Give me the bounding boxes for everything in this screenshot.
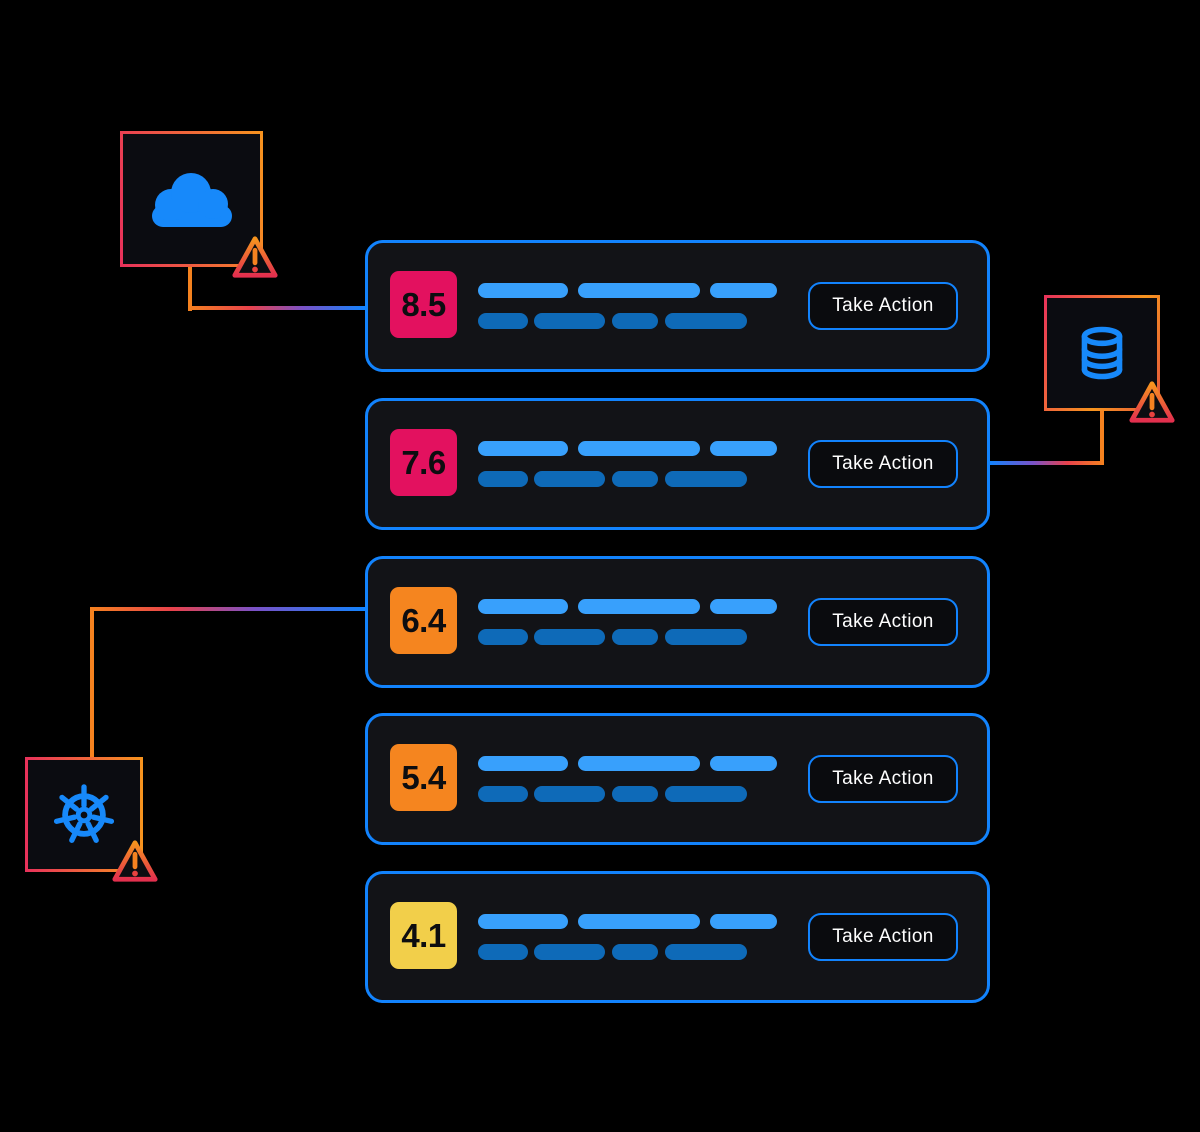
skeleton-bar	[478, 599, 568, 614]
connector-database-vertical	[1100, 411, 1104, 465]
alert-triangle-icon	[232, 236, 278, 278]
skeleton-bar	[478, 441, 568, 456]
alert-triangle-icon	[112, 840, 158, 882]
skeleton-bar	[534, 313, 605, 329]
take-action-button[interactable]: Take Action	[808, 282, 958, 330]
risk-card: 7.6 Take Action	[365, 398, 990, 530]
skeleton-bar	[534, 629, 605, 645]
skeleton-bar	[578, 756, 700, 771]
skeleton-bar	[478, 914, 568, 929]
alert-triangle-icon	[1129, 381, 1175, 423]
skeleton-bar	[612, 629, 658, 645]
skeleton-bar	[578, 599, 700, 614]
skeleton-bar	[665, 786, 747, 802]
connector-cloud-horizontal	[188, 306, 365, 310]
skeleton-bar	[665, 629, 747, 645]
database-icon	[1081, 326, 1123, 380]
skeleton-bar	[478, 629, 528, 645]
skeleton-bar	[478, 313, 528, 329]
connector-kubernetes-vertical	[90, 608, 94, 758]
skeleton-bar	[534, 786, 605, 802]
skeleton-bar	[665, 944, 747, 960]
risk-card: 8.5 Take Action	[365, 240, 990, 372]
cloud-asset-tile	[120, 131, 263, 267]
skeleton-bar	[710, 914, 777, 929]
connector-database-horizontal	[990, 461, 1104, 465]
skeleton-bar	[534, 471, 605, 487]
skeleton-bar	[534, 944, 605, 960]
skeleton-bar	[478, 471, 528, 487]
severity-badge: 4.1	[390, 902, 457, 969]
take-action-button[interactable]: Take Action	[808, 913, 958, 961]
database-asset-tile	[1044, 295, 1160, 411]
skeleton-bar	[612, 471, 658, 487]
take-action-button[interactable]: Take Action	[808, 598, 958, 646]
risk-card: 4.1 Take Action	[365, 871, 990, 1003]
risk-card: 5.4 Take Action	[365, 713, 990, 845]
severity-badge: 8.5	[390, 271, 457, 338]
skeleton-bar	[578, 914, 700, 929]
skeleton-bar	[478, 283, 568, 298]
skeleton-bar	[578, 441, 700, 456]
risk-card: 6.4 Take Action	[365, 556, 990, 688]
connector-kubernetes-horizontal	[90, 607, 365, 611]
severity-badge: 5.4	[390, 744, 457, 811]
skeleton-bar	[612, 313, 658, 329]
skeleton-bar	[665, 471, 747, 487]
skeleton-bar	[710, 441, 777, 456]
skeleton-bar	[710, 756, 777, 771]
skeleton-bar	[710, 283, 777, 298]
skeleton-bar	[665, 313, 747, 329]
kubernetes-icon	[53, 783, 115, 843]
skeleton-bar	[478, 756, 568, 771]
skeleton-bar	[578, 283, 700, 298]
cloud-icon	[151, 173, 232, 227]
skeleton-bar	[478, 786, 528, 802]
severity-badge: 7.6	[390, 429, 457, 496]
skeleton-bar	[612, 786, 658, 802]
skeleton-bar	[612, 944, 658, 960]
kubernetes-asset-tile	[25, 757, 143, 872]
severity-badge: 6.4	[390, 587, 457, 654]
skeleton-bar	[478, 944, 528, 960]
skeleton-bar	[710, 599, 777, 614]
take-action-button[interactable]: Take Action	[808, 440, 958, 488]
take-action-button[interactable]: Take Action	[808, 755, 958, 803]
connector-cloud-vertical	[188, 267, 192, 311]
